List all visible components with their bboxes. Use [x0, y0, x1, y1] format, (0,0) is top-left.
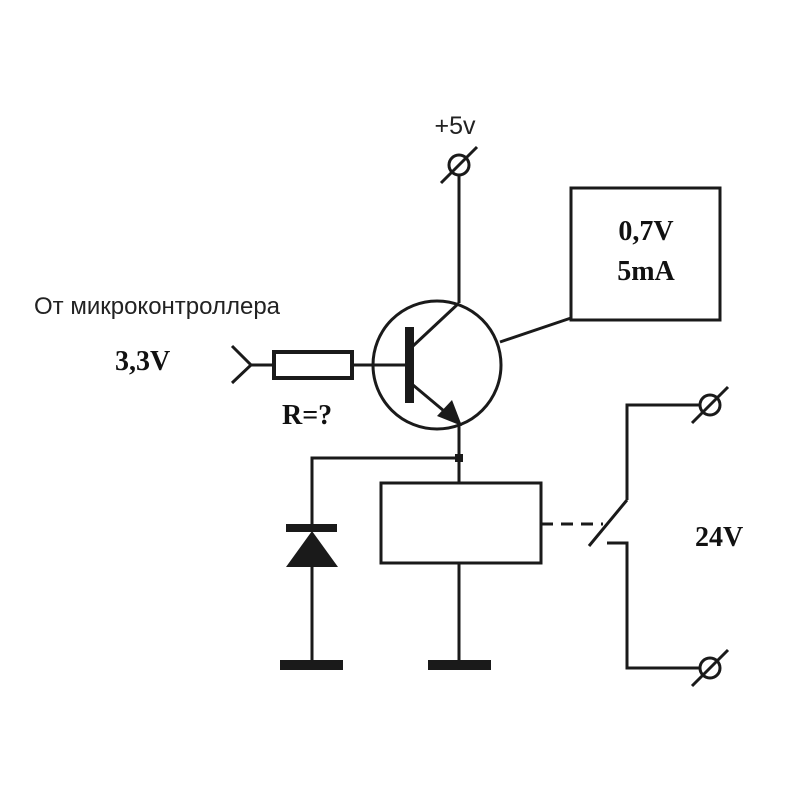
output-terminal-icon: [690, 648, 730, 688]
input-voltage-label: 3,3V: [115, 346, 170, 377]
ground-icon: [428, 660, 491, 670]
load-voltage-label: 24V: [695, 522, 743, 553]
diode-icon: [286, 524, 338, 567]
ground-icon: [280, 660, 343, 670]
supply-label: +5v: [434, 112, 476, 140]
input-connector-icon: [230, 344, 254, 385]
relay-coil-icon: [379, 481, 543, 565]
resistor-icon: [272, 350, 354, 380]
source-label: От микроконтроллера: [34, 293, 281, 320]
diode-wire: [310, 456, 459, 528]
annotation-leader: [499, 316, 572, 344]
annotation-box: [569, 186, 722, 322]
resistor-label: R=?: [282, 400, 332, 431]
transistor-current-label: 5mA: [617, 256, 675, 287]
relay-switch-icon: [587, 403, 700, 670]
output-terminal-icon: [690, 385, 730, 425]
transistor-voltage-label: 0,7V: [618, 216, 673, 247]
